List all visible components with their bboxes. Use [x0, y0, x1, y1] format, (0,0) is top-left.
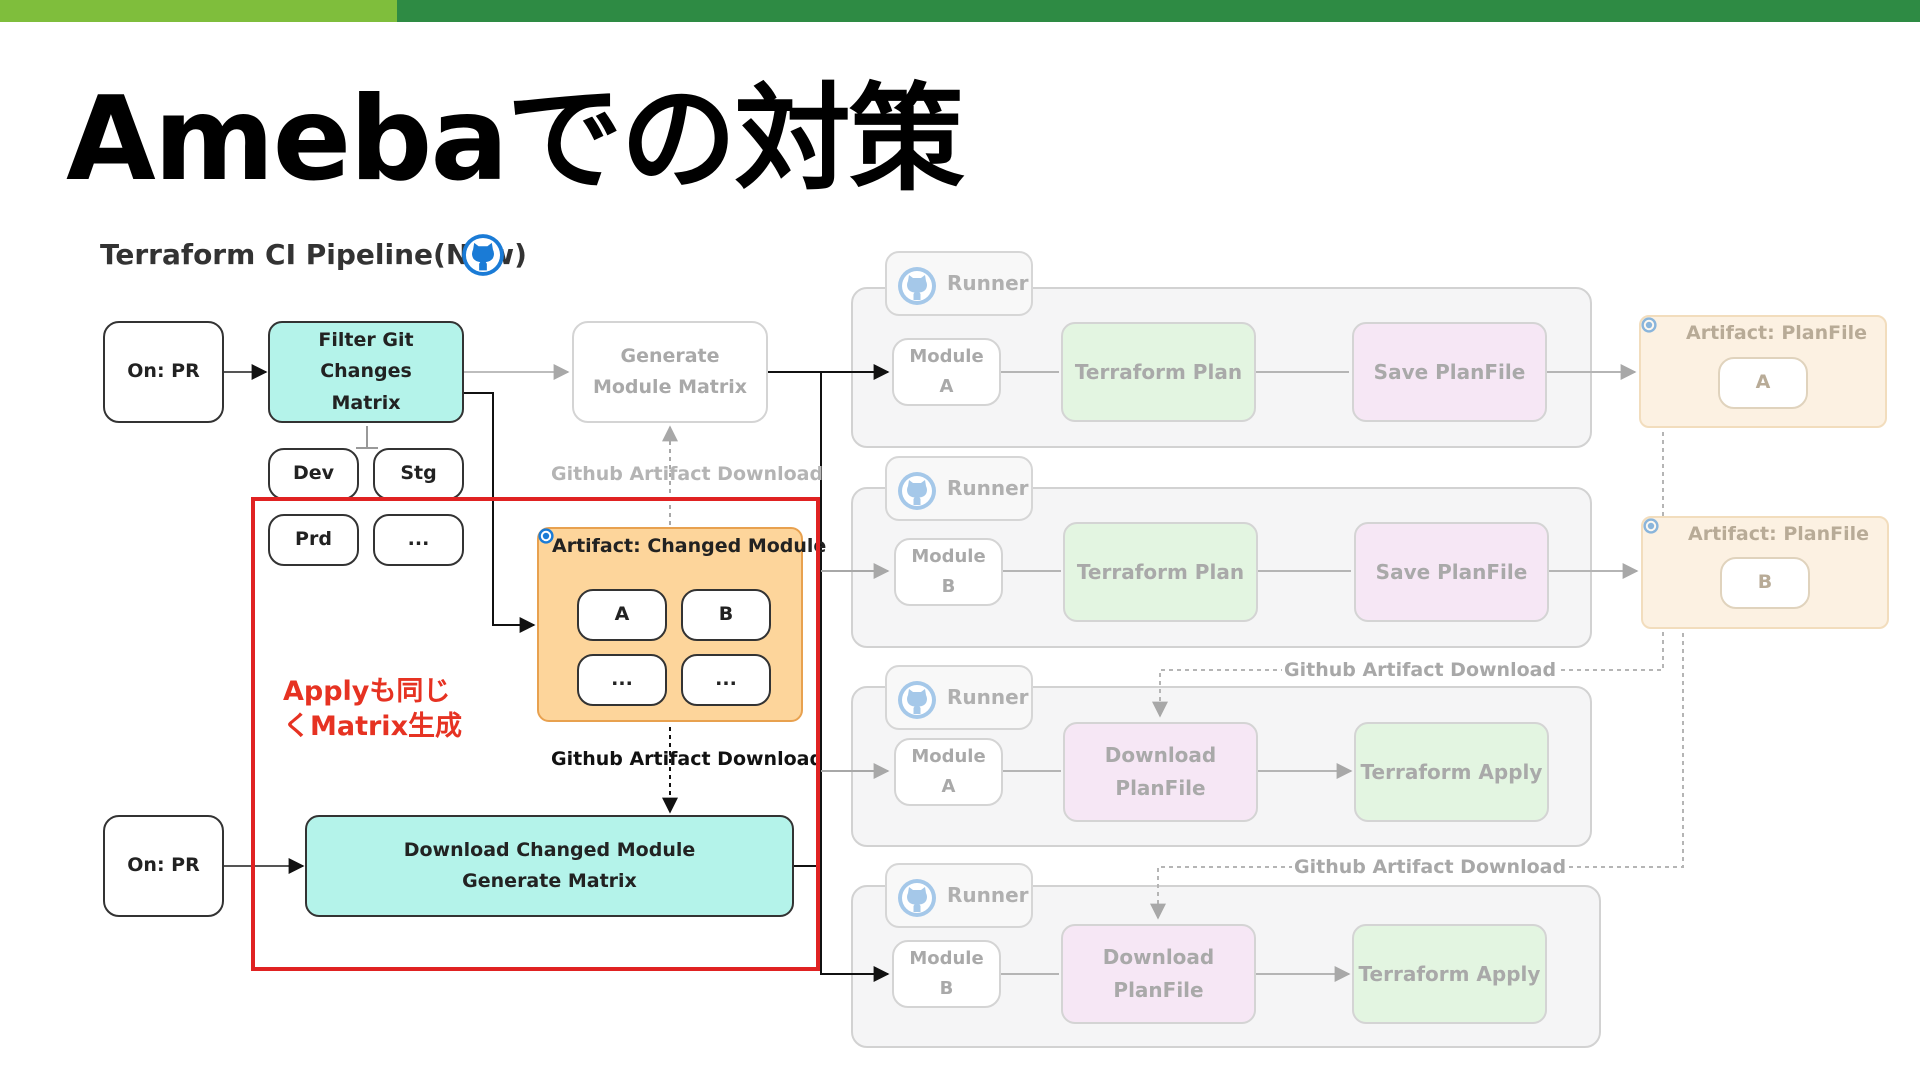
- download-planfile-step: Download PlanFile: [1063, 722, 1258, 822]
- env-dev-node: Dev: [268, 448, 359, 500]
- runner-tag: Runner: [885, 863, 1033, 928]
- changed-module-artifact-title: Artifact: Changed Module: [552, 535, 827, 557]
- terraform-apply-step: Terraform Apply: [1354, 722, 1549, 822]
- generate-module-matrix-node: Generate Module Matrix: [572, 321, 768, 423]
- save-planfile-step: Save PlanFile: [1352, 322, 1547, 422]
- on-pr-trigger: On: PR: [103, 321, 224, 423]
- env-prd-node: Prd: [268, 514, 359, 566]
- runner-tag: Runner: [885, 456, 1033, 521]
- github-artifact-download-label: Github Artifact Download: [1282, 659, 1559, 681]
- planfile-item: A: [1718, 357, 1808, 409]
- github-artifact-download-label: Github Artifact Download: [1292, 856, 1569, 878]
- github-octocat-icon: [898, 879, 936, 917]
- download-planfile-step: Download PlanFile: [1061, 924, 1256, 1024]
- terraform-plan-step: Terraform Plan: [1061, 322, 1256, 422]
- terraform-apply-step: Terraform Apply: [1352, 924, 1547, 1024]
- header-accent-bar-light: [0, 0, 397, 22]
- module-node: Module B: [894, 538, 1003, 606]
- runner-label: Runner: [947, 883, 1029, 907]
- github-octocat-icon: [462, 234, 504, 276]
- terraform-plan-step: Terraform Plan: [1063, 522, 1258, 622]
- changed-module-more-1: ...: [577, 654, 667, 706]
- github-octocat-icon: [898, 267, 936, 305]
- planfile-item: B: [1720, 557, 1810, 609]
- env-stg-node: Stg: [373, 448, 464, 500]
- page-title: Amebaでの対策: [66, 72, 965, 207]
- module-node: Module B: [892, 940, 1001, 1008]
- github-octocat-icon: [1641, 317, 1657, 333]
- save-planfile-step: Save PlanFile: [1354, 522, 1549, 622]
- runner-label: Runner: [947, 476, 1029, 500]
- github-artifact-download-label: Github Artifact Download: [551, 748, 824, 770]
- github-artifact-download-label: Github Artifact Download: [551, 463, 824, 485]
- runner-label: Runner: [947, 685, 1029, 709]
- github-octocat-icon: [538, 528, 554, 544]
- on-pr-trigger: On: PR: [103, 815, 224, 917]
- highlight-box: [251, 497, 820, 971]
- runner-tag: Runner: [885, 665, 1033, 730]
- filter-git-changes-node: Filter Git Changes Matrix: [268, 321, 464, 423]
- env-more-node: ...: [373, 514, 464, 566]
- planfile-artifact-title: Artifact: PlanFile: [1686, 322, 1867, 344]
- header-accent-bar-dark: [397, 0, 1920, 22]
- github-octocat-icon: [898, 681, 936, 719]
- download-changed-module-node: Download Changed Module Generate Matrix: [305, 815, 794, 917]
- changed-module-a: A: [577, 589, 667, 641]
- runner-label: Runner: [947, 271, 1029, 295]
- github-octocat-icon: [1643, 518, 1659, 534]
- callout-note: Applyも同じ くMatrix生成: [283, 676, 462, 742]
- module-node: Module A: [894, 738, 1003, 806]
- diagram-subtitle: Terraform CI Pipeline(New): [100, 238, 527, 271]
- planfile-artifact-title: Artifact: PlanFile: [1688, 523, 1869, 545]
- changed-module-more-2: ...: [681, 654, 771, 706]
- module-node: Module A: [892, 338, 1001, 406]
- github-octocat-icon: [898, 472, 936, 510]
- changed-module-b: B: [681, 589, 771, 641]
- runner-tag: Runner: [885, 251, 1033, 316]
